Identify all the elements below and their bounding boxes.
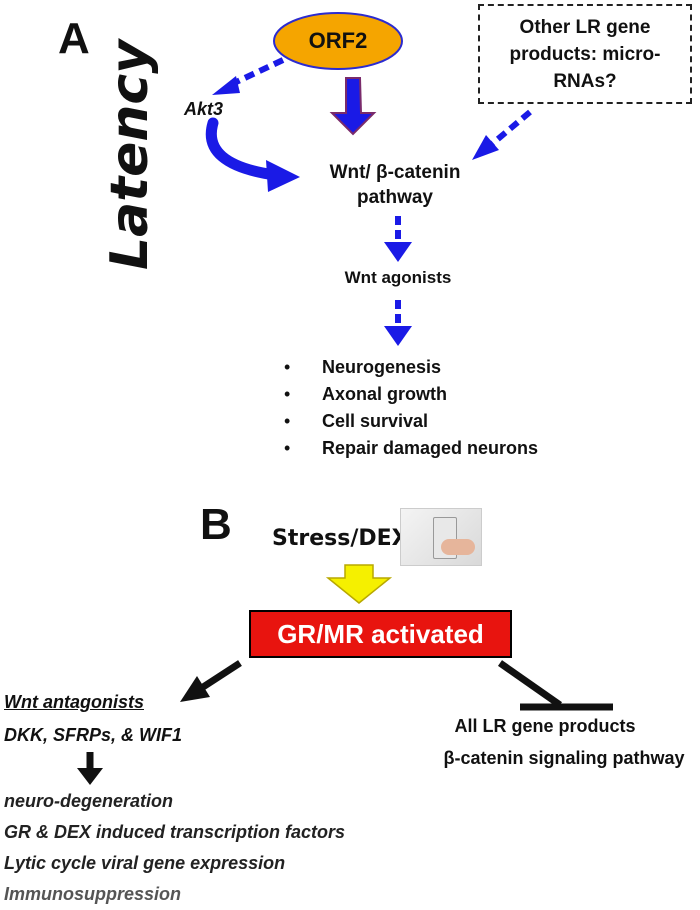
arrow-other-to-wnt (490, 109, 532, 147)
wnt-pathway-label: Wnt/ β-catenin pathway (329, 162, 461, 208)
yellow-arrow (325, 564, 393, 604)
arrowhead-antagonists-effects (77, 768, 103, 785)
stress-label: Stress/DEX (272, 526, 409, 551)
finger (441, 539, 475, 555)
panel-a-letter: A (58, 14, 90, 63)
akt3-label: Akt3 (184, 99, 224, 119)
lr-products-label: All LR gene products (454, 716, 636, 736)
arrow-orf2-to-akt3 (230, 57, 285, 87)
outcome-item: •Neurogenesis (284, 357, 442, 377)
gr-mr-box: GR/MR activated (249, 610, 512, 658)
outcome-item: •Repair damaged neurons (284, 438, 539, 458)
arrow-gr-to-antagonists (198, 660, 242, 692)
other-lr-box: Other LR gene products: micro-RNAs? (478, 4, 692, 104)
arrow-orf2-to-wnt (329, 77, 377, 136)
effects-list: neuro-degeneration GR & DEX induced tran… (4, 786, 345, 910)
orf2-ellipse (273, 12, 403, 70)
orf2-label: ORF2 (308, 28, 368, 53)
gr-mr-label: GR/MR activated (277, 618, 484, 649)
arrowhead-akt3-wnt (266, 160, 300, 192)
inhibit-line (497, 660, 563, 708)
outcome-item: •Cell survival (284, 411, 429, 431)
arrowhead-other-wnt (472, 135, 499, 160)
beta-catenin-label: β-catenin signaling pathway (443, 748, 685, 768)
arrowhead-agonists-outcomes (384, 326, 412, 346)
antagonist-list-label: DKK, SFRPs, & WIF1 (4, 725, 183, 745)
outcomes-list: •Neurogenesis •Axonal growth •Cell survi… (284, 354, 539, 462)
arrowhead-wnt-agonists (384, 242, 412, 262)
light-switch-image (400, 508, 482, 566)
arrow-akt3-to-wnt (205, 117, 281, 181)
outcome-item: •Axonal growth (284, 384, 447, 404)
arrowhead-gr-antagonists (180, 676, 210, 702)
effect-item: Immunosuppression (4, 884, 182, 904)
effect-item: GR & DEX induced transcription factors (4, 822, 346, 842)
wnt-agonists-label: Wnt agonists (344, 268, 452, 287)
effect-item: Lytic cycle viral gene expression (4, 853, 286, 873)
effect-item: neuro-degeneration (4, 791, 174, 811)
arrowhead-orf2-akt3 (212, 76, 240, 95)
panel-b-letter: B (200, 500, 232, 549)
other-lr-label: Other LR gene products: micro-RNAs? (509, 17, 661, 92)
wnt-antagonists-label: Wnt antagonists (4, 692, 144, 712)
